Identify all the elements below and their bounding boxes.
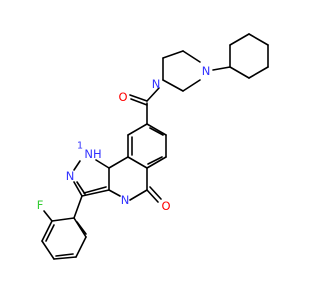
bond: [75, 236, 87, 258]
bond: [130, 98, 148, 106]
f-fluoro-label: F: [37, 198, 44, 212]
molecule-structure-diagram: N N O 1 NH N N O F: [37, 33, 269, 260]
bond: [182, 50, 201, 63]
bond: [162, 50, 184, 59]
bond: [51, 217, 75, 222]
bond: [149, 127, 164, 136]
bond: [127, 123, 148, 136]
n-triazole-label: N: [66, 169, 75, 183]
bond: [76, 181, 86, 195]
bond: [248, 33, 269, 46]
bond: [146, 123, 167, 136]
bond: [108, 156, 129, 169]
bond: [95, 159, 110, 169]
bond: [248, 66, 269, 79]
bond: [147, 156, 163, 165]
bond: [146, 189, 159, 203]
bond: [162, 79, 184, 92]
bond: [229, 66, 250, 79]
bond: [229, 33, 250, 46]
bond: [129, 189, 148, 201]
bond: [41, 220, 53, 242]
atom-labels: N N O 1 NH N N O F: [37, 64, 211, 213]
bond: [73, 217, 87, 238]
o-quinazolinone-label: O: [161, 199, 170, 213]
bond: [53, 256, 77, 260]
bond: [108, 189, 121, 197]
bond: [73, 195, 83, 219]
o-amide-label: O: [118, 90, 127, 104]
bond: [43, 210, 53, 222]
bond: [55, 253, 74, 257]
nh-triazole-label: NH: [84, 147, 101, 161]
bond: [146, 87, 160, 102]
bond: [212, 66, 231, 71]
bond: [45, 224, 55, 242]
bond: [149, 186, 162, 200]
bond: [83, 186, 107, 194]
bond: [129, 94, 148, 102]
bond: [81, 189, 110, 197]
bond: [182, 79, 201, 92]
h-triazole-label: 1: [77, 141, 83, 152]
n-quinazoline-label: N: [121, 193, 130, 207]
molecule-svg: N N O 1 NH N N O F: [37, 33, 269, 260]
n-piperazine-bottom-label: N: [152, 77, 161, 91]
bond: [73, 181, 83, 197]
bond: [127, 156, 148, 169]
bond: [146, 156, 167, 169]
n-piperazine-top-label: N: [202, 64, 211, 78]
bonds: [41, 33, 269, 260]
bond: [41, 240, 55, 260]
bond: [76, 221, 87, 235]
bond: [73, 160, 81, 171]
